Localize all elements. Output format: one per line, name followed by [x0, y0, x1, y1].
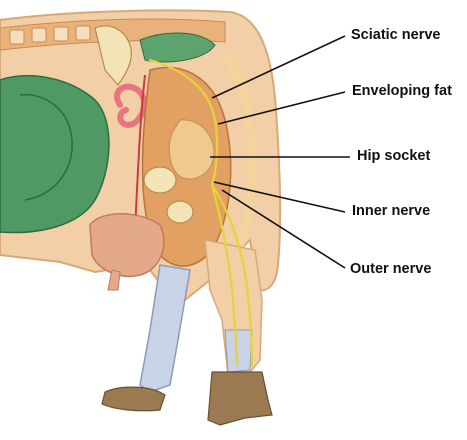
label-inner-nerve: Inner nerve [352, 203, 430, 220]
inner-leg [140, 265, 190, 392]
udder [90, 214, 164, 277]
outer-hoof [208, 372, 272, 425]
label-hip-socket: Hip socket [357, 148, 430, 165]
label-sciatic-nerve: Sciatic nerve [351, 27, 440, 44]
knee-joint [167, 201, 193, 223]
teat [108, 270, 120, 290]
outer-lower-leg [225, 330, 252, 372]
femur-head [144, 167, 176, 193]
inner-hoof [102, 387, 165, 411]
label-enveloping-fat: Enveloping fat [352, 83, 452, 100]
label-outer-nerve: Outer nerve [350, 261, 431, 278]
